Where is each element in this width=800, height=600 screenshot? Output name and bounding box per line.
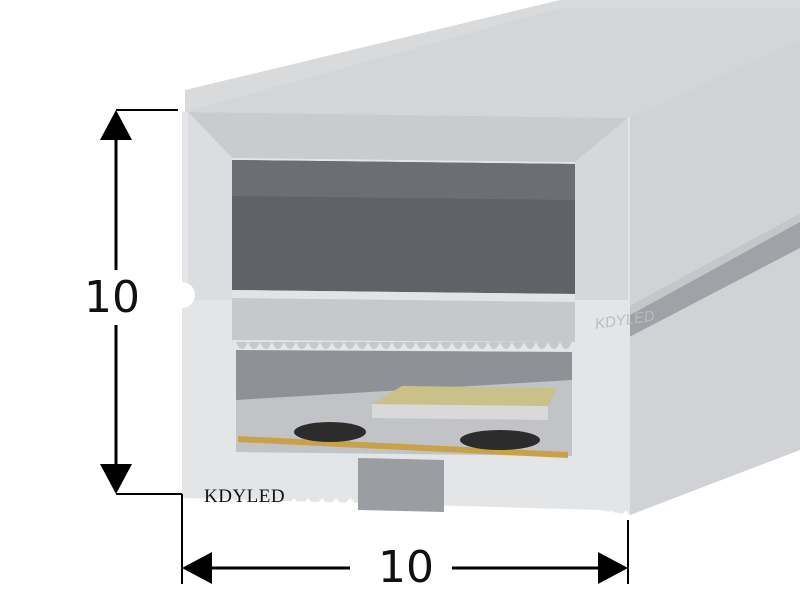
width-dimension-label: 10 [378, 542, 434, 593]
upper-channel-top-shade [232, 160, 575, 200]
left-side-notch [182, 282, 195, 308]
diffuser-shelf [232, 290, 575, 342]
diffuser-shelf-top [232, 290, 575, 302]
profile-bevel-top [188, 112, 628, 162]
height-dimension-label: 10 [84, 272, 140, 323]
bottom-edge-serration [182, 498, 358, 512]
led-chip-body [372, 404, 548, 420]
lower-channel-shadow [236, 350, 572, 400]
height-arrow-bottom [100, 464, 132, 494]
side-groove-highlight [608, 214, 800, 326]
solder-pad-right [460, 430, 540, 450]
serration-lower-right [444, 462, 568, 470]
serration-upper [236, 342, 572, 349]
profile-bevel-left [188, 112, 232, 300]
bottom-slot [358, 458, 444, 512]
serration-lower [238, 458, 358, 466]
solder-pad-left [294, 422, 366, 442]
width-arrow-right [598, 552, 628, 584]
profile-bevel-right [575, 118, 628, 300]
height-arrow-top [100, 110, 132, 140]
led-chip-top [372, 386, 556, 406]
profile-top-lip [185, 8, 800, 118]
bottom-edge-serration-right [444, 510, 630, 522]
brand-label: KDYLED [204, 486, 286, 507]
width-arrow-left [182, 552, 212, 584]
